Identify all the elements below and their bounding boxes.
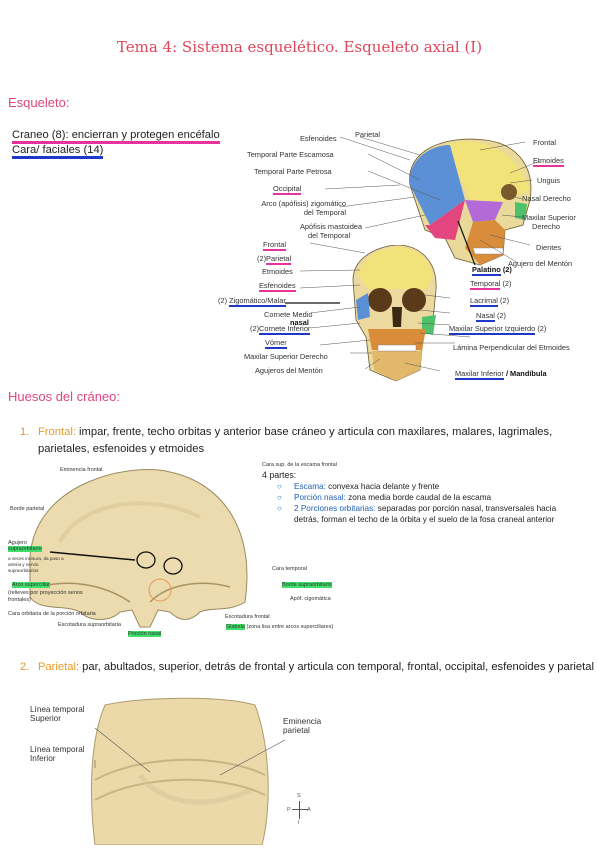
skull-leader-lines xyxy=(285,136,541,372)
label-cara-orbitaria: Cara orbitaria de la porción orbitaria xyxy=(8,611,96,617)
label-nasal-handwritten: nasal xyxy=(290,318,309,327)
craneo-text: Craneo (8): encierran y protegen encéfal… xyxy=(12,129,220,144)
skull-frontal-image xyxy=(352,245,437,382)
label-arco-note: (relieves por proyección senos frontales… xyxy=(8,590,83,603)
label-lacrimal: Lacrimal (2) xyxy=(470,296,510,307)
page-title: Tema 4: Sistema esquelético. Esqueleto a… xyxy=(116,38,483,56)
parts-title: 4 partes: xyxy=(262,470,297,480)
label-glabela: Glabela (zona lisa entre arcos supercili… xyxy=(226,624,334,630)
label-lamina: Lámina Perpendicular del Etmoides xyxy=(453,343,570,352)
label-escotadura-frontal: Escotadura frontal xyxy=(225,614,270,620)
section-heading-esqueleto: Esqueleto: xyxy=(8,95,70,110)
label-escotadura-sup: Escotadura supraorbitaria xyxy=(58,622,121,628)
label-borde-parietal: Borde parietal xyxy=(10,506,45,512)
parietal-description: 2.Parietal: par, abultados, superior, de… xyxy=(20,661,594,673)
label-maxilar-derecho: Maxilar Superior Derecho xyxy=(244,352,328,361)
label-cigomatico: (2) Zigomático/Malar xyxy=(218,296,286,307)
part-item: ○Escama: convexa hacia delante y frente xyxy=(277,482,440,491)
label-palatino: Palatino (2) xyxy=(472,265,512,276)
label-agujero-note: a veces incisura, da paso a arteria y ne… xyxy=(8,556,64,573)
label-agujero-menton-lat: Agujero del Mentón xyxy=(508,259,573,268)
parietal-bone-image xyxy=(90,697,269,845)
label-nasal-front: Nasal (2) xyxy=(476,311,507,322)
label-cara-temporal: Cara temporal xyxy=(272,566,307,572)
parietal-leader-lines xyxy=(94,727,286,776)
label-maxilar-izq: Maxilar Superior Izquierdo (2) xyxy=(449,324,547,335)
label-esfenoides-front: Esfenoides xyxy=(259,281,296,292)
label-temporal-escamosa: Temporal Parte Escamosa xyxy=(247,150,334,159)
label-unguis: Unguis xyxy=(537,176,561,185)
label-maxilar-inf: Maxilar Inferior / Mandíbula xyxy=(455,369,547,380)
label-parietal-lat: Parietal xyxy=(355,130,381,139)
label-etmoides-lat: Etmoides xyxy=(533,156,564,167)
frontal-description: 1.Frontal: impar, frente, techo orbitas … xyxy=(20,426,553,455)
part-item: ○2 Porciones orbitarias: separadas por p… xyxy=(277,504,557,524)
label-vomer: Vómer xyxy=(265,338,287,349)
label-porcion-nasal: Porción nasal xyxy=(128,631,162,637)
label-parietal-front: (2)Parietal xyxy=(257,254,292,265)
label-frontal-front: Frontal xyxy=(263,240,287,251)
label-dientes: Dientes xyxy=(536,243,562,252)
label-frontal-lat: Frontal xyxy=(533,138,557,147)
part-item: ○Porción nasal: zona media borde caudal … xyxy=(277,493,492,502)
label-cara-sup: Cara sup. de la escama frontal xyxy=(262,462,337,468)
skull-lateral-image xyxy=(409,138,532,266)
craneo-line: Craneo (8): encierran y protegen encéfal… xyxy=(12,127,220,144)
label-cornete-inferior: (2)Cornete Inferior xyxy=(250,324,311,335)
cara-text: Cara/ faciales (14) xyxy=(12,144,104,159)
label-cornete-medio: Cornete Medio xyxy=(264,310,313,319)
label-nasal-derecho: Nasal Derecho xyxy=(522,194,571,203)
orientation-compass: S P A I xyxy=(287,793,311,826)
parts-list: ○Escama: convexa hacia delante y frente … xyxy=(277,481,577,525)
label-occipital: Occipital xyxy=(273,184,302,195)
label-eminencia-frontal: Eminencia frontal xyxy=(60,467,103,473)
label-temporal-petrosa: Temporal Parte Petrosa xyxy=(254,167,332,176)
label-agujeros-menton: Agujeros del Mentón xyxy=(255,366,323,375)
section-heading-huesos: Huesos del cráneo: xyxy=(8,389,121,404)
label-arco-superciliar: Arco superciliar xyxy=(12,582,50,588)
palatino-pointer xyxy=(457,220,476,266)
label-borde-supraorbitario: Borde supraorbitario xyxy=(282,582,332,588)
label-temporal-front: Temporal (2) xyxy=(470,279,512,290)
label-esfenoides-lat: Esfenoides xyxy=(300,134,337,143)
cara-line: Cara/ faciales (14) xyxy=(12,142,104,159)
label-apof-cigomatica: Apóf. cigomática xyxy=(290,596,331,602)
label-etmoides-front: Etmoides xyxy=(262,267,293,276)
